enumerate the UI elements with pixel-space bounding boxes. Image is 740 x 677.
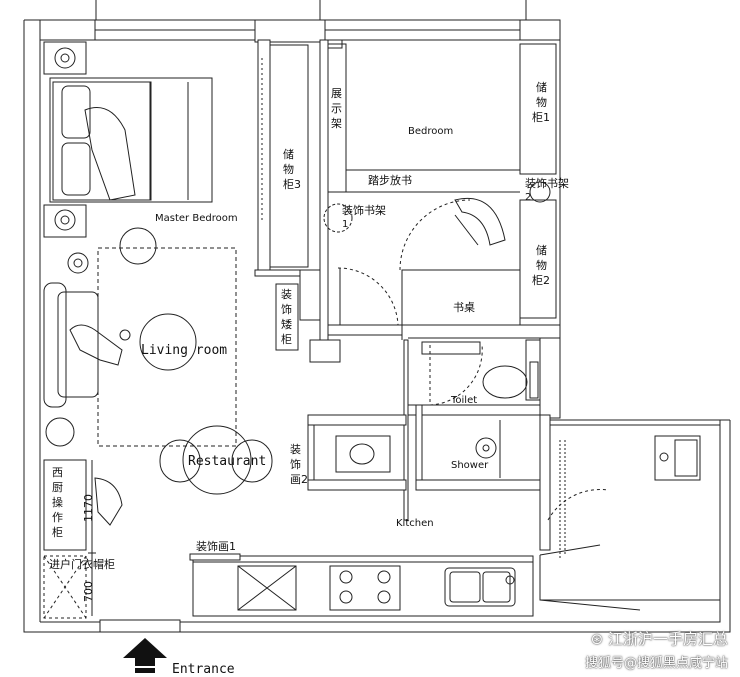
outer-walls [23, 0, 731, 633]
watermark-line1: ⊛ 江浙沪一手房汇总 [591, 628, 728, 649]
label-desk: 书桌 [453, 301, 475, 314]
low-cabinet [275, 283, 299, 351]
watermark-line2: 搜狐号@搜狐黑点咸宁站 [584, 656, 728, 671]
label-deco-shelf2-b: 2 [525, 192, 531, 203]
label-cabinet3-3: 柜3 [283, 178, 301, 191]
label-cabinet1-3: 柜1 [532, 111, 550, 124]
watermark-text1: 江浙沪一手房汇总 [607, 630, 728, 648]
label-living-room: Living room [141, 343, 227, 358]
label-low-cabinet-3: 矮 [281, 317, 292, 331]
label-western-kitchen-2: 厨 [52, 481, 63, 494]
western-kitchen-cabinet [43, 459, 87, 551]
dimension-1170: 1170 [82, 494, 95, 522]
vanity [335, 435, 391, 473]
label-deco-painting2-3: 画2 [290, 473, 308, 486]
label-deco-shelf2-a: 装饰书架 [525, 176, 569, 190]
label-display-2: 示 [331, 102, 342, 115]
label-cabinet3-1: 储 [283, 147, 294, 161]
dimension-700: 700 [82, 581, 95, 602]
label-restaurant: Restaurant [188, 454, 266, 469]
entrance-arrow-icon [123, 638, 167, 673]
label-deco-painting1: 装饰画1 [196, 539, 236, 553]
label-kitchen: Kitchen [396, 518, 434, 529]
label-entrance: Entrance [172, 662, 235, 677]
label-deco-painting2-1: 装 [290, 443, 301, 456]
label-display-1: 展 [331, 87, 342, 100]
coffee-table [139, 313, 197, 371]
wechat-icon: ⊛ [590, 630, 608, 648]
label-low-cabinet-1: 装 [281, 288, 292, 301]
label-cabinet1-2: 物 [536, 95, 547, 109]
label-cabinet2-2: 物 [536, 258, 547, 272]
label-low-cabinet-2: 饰 [281, 302, 292, 316]
label-bedroom: Bedroom [408, 126, 453, 137]
label-cabinet3-2: 物 [283, 162, 294, 176]
label-western-kitchen-3: 操 [52, 495, 63, 509]
second-bedroom [323, 43, 557, 326]
label-display-3: 架 [331, 117, 342, 130]
label-shower: Shower [451, 460, 489, 471]
label-western-kitchen-5: 柜 [52, 526, 63, 539]
round-side-table [119, 227, 157, 265]
label-cabinet1-1: 储 [536, 80, 547, 94]
label-deco-painting2-2: 饰 [290, 457, 301, 471]
label-deco-shelf1-a: 装饰书架 [342, 203, 386, 217]
label-master-bedroom: Master Bedroom [155, 213, 238, 224]
dining-table [159, 425, 273, 495]
label-cabinet2-3: 柜2 [532, 274, 550, 287]
label-step-bookshelf: 踏步放书 [368, 173, 412, 187]
label-western-kitchen-1: 西 [52, 466, 63, 479]
label-toilet: Toilet [450, 395, 477, 406]
label-low-cabinet-4: 柜 [281, 333, 292, 346]
sofa [43, 282, 131, 408]
label-deco-shelf1-b: 1 [342, 219, 348, 230]
wardrobe-3 [269, 44, 309, 268]
toilet-area [421, 339, 541, 478]
label-western-kitchen-4: 作 [52, 511, 63, 524]
interior-walls [254, 39, 730, 611]
master-bed [43, 41, 213, 238]
label-entry-cabinet: 进户门衣帽柜 [49, 557, 115, 571]
kitchen-counter [192, 555, 534, 617]
label-cabinet2-1: 储 [536, 243, 547, 257]
